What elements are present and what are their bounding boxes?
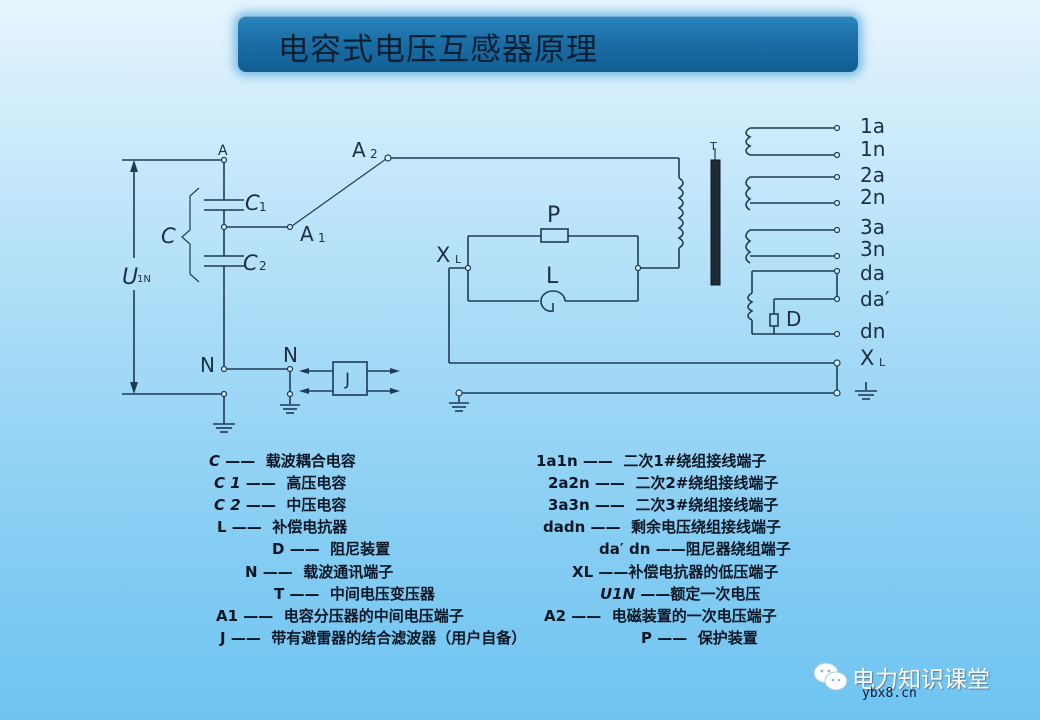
- label-A1: A: [300, 222, 314, 246]
- terminal-3n: 3n: [860, 237, 885, 261]
- watermark-name: 电力知识课堂: [852, 667, 990, 693]
- legend-item: XL ——补偿电抗器的低压端子: [572, 563, 779, 581]
- terminal-2n: 2n: [860, 185, 885, 209]
- label-P: P: [547, 203, 560, 228]
- terminal-da: da: [860, 261, 885, 285]
- label-A1-sub: 1: [318, 231, 326, 245]
- label-A: A: [218, 143, 228, 159]
- legend-item: N —— 载波通讯端子: [245, 563, 394, 581]
- legend-item: A2 —— 电磁装置的一次电压端子: [544, 607, 777, 625]
- label-N-right: N: [283, 343, 298, 367]
- legend-item: C —— 载波耦合电容: [209, 452, 356, 470]
- label-C2-sub: 2: [259, 259, 267, 273]
- label-A2-sub: 2: [370, 147, 378, 161]
- label-N-left: N: [200, 353, 215, 377]
- label-J: J: [344, 370, 350, 390]
- label-XL-sub: L: [455, 253, 462, 266]
- terminal-1n: 1n: [860, 137, 885, 161]
- page-title: 电容式电压互感器原理: [278, 32, 598, 68]
- terminal-2a: 2a: [860, 163, 885, 187]
- label-U: U: [122, 265, 138, 290]
- legend-item: L —— 补偿电抗器: [217, 518, 348, 536]
- legend-item: da′ dn ——阻尼器绕组端子: [599, 540, 791, 558]
- legend-item: P —— 保护装置: [641, 629, 758, 647]
- legend-item: dadn —— 剩余电压绕组接线端子: [543, 518, 781, 536]
- label-L: L: [546, 264, 559, 289]
- terminal-3a: 3a: [860, 215, 885, 239]
- terminal-XL-sub: L: [879, 356, 886, 369]
- legend-item: 1a1n —— 二次1#绕组接线端子: [536, 452, 767, 470]
- legend-item: 2a2n —— 二次2#绕组接线端子: [548, 474, 779, 492]
- legend-item: T —— 中间电压变压器: [274, 585, 435, 603]
- legend-item: U1N ——额定一次电压: [600, 585, 761, 603]
- watermark-url: ybx8.cn: [862, 686, 917, 701]
- terminal-XL: X: [860, 346, 874, 370]
- terminal-dn: dn: [860, 319, 885, 343]
- terminal-1a: 1a: [860, 114, 885, 138]
- legend-item: 3a3n —— 二次3#绕组接线端子: [548, 496, 779, 514]
- title-banner: 电容式电压互感器原理: [238, 16, 858, 72]
- legend-item: C 2 —— 中压电容: [214, 496, 347, 514]
- label-C1: C: [245, 191, 260, 215]
- legend-item: D —— 阻尼装置: [272, 540, 391, 558]
- legend-item: C 1 —— 高压电容: [214, 474, 347, 492]
- cvt-circuit-diagram: A A 2 A 1 C C 1 C 2 U 1N N N J P L X L T…: [122, 114, 890, 433]
- label-U-sub: 1N: [137, 274, 151, 285]
- terminal-da-prime: da′: [860, 287, 890, 311]
- legend-item: J —— 带有避雷器的结合滤波器（用户自备）: [220, 629, 527, 647]
- label-T: T: [709, 140, 717, 153]
- label-C: C: [161, 224, 176, 248]
- label-A2: A: [352, 138, 366, 162]
- wechat-icon: [813, 662, 848, 691]
- legend-item: A1 —— 电容分压器的中间电压端子: [216, 607, 464, 625]
- label-C2: C: [243, 251, 258, 275]
- label-XL: X: [436, 243, 450, 267]
- label-D: D: [786, 307, 801, 331]
- label-C1-sub: 1: [259, 200, 267, 214]
